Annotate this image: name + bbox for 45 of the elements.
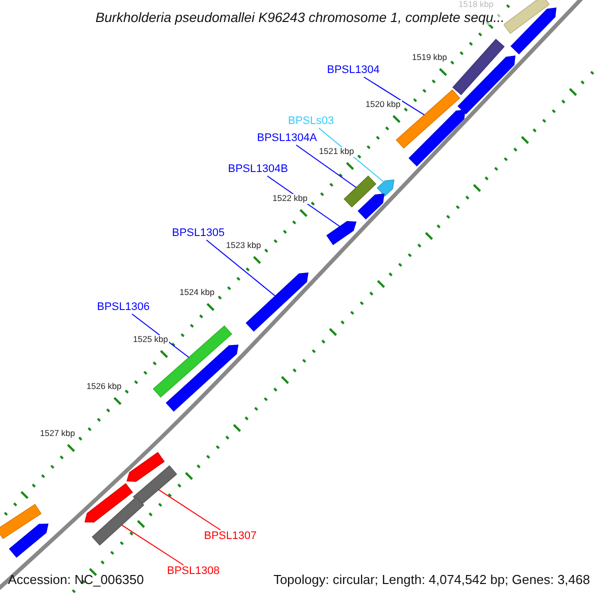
gene-label: BPSL1307 bbox=[204, 530, 257, 543]
gene-block bbox=[152, 325, 232, 398]
gene-label: BPSL1304 bbox=[327, 64, 380, 77]
tick-label: 1522 kbp bbox=[272, 194, 308, 204]
leader-line bbox=[121, 524, 184, 566]
gene-feature bbox=[84, 483, 133, 522]
gene-feature bbox=[408, 110, 466, 166]
gene-block bbox=[0, 504, 42, 540]
gene-feature bbox=[358, 194, 384, 220]
tick-label: 1518 kbp bbox=[458, 0, 494, 10]
genome-info-text: Topology: circular; Length: 4,074,542 bp; Genes: 3,468 bbox=[273, 573, 590, 588]
gene-label: BPSL1304A bbox=[257, 132, 317, 145]
tick-label: 1520 kbp bbox=[364, 100, 402, 110]
map-title: Burkholderia pseudomallei K96243 chromosome 1, complete sequ... bbox=[96, 10, 504, 25]
gene-feature bbox=[376, 180, 394, 197]
tick-label: 1527 kbp bbox=[39, 429, 76, 439]
leader-line bbox=[206, 240, 276, 296]
leader-line bbox=[158, 489, 222, 530]
gene-feature bbox=[510, 8, 556, 54]
gene-label: BPSL1308 bbox=[167, 565, 220, 578]
gene-feature bbox=[166, 344, 238, 412]
gene-block bbox=[452, 38, 505, 96]
gene-feature bbox=[126, 452, 165, 482]
gene-label: BPSL1306 bbox=[97, 301, 150, 314]
gene-feature bbox=[246, 272, 308, 332]
gene-label: BPSLs03 bbox=[288, 115, 334, 128]
tick-label: 1519 kbp bbox=[411, 53, 448, 63]
tick-label: 1523 kbp bbox=[225, 241, 262, 251]
leader-line bbox=[132, 314, 190, 358]
gene-feature bbox=[326, 221, 357, 246]
gene-block bbox=[132, 465, 178, 506]
gene-label: BPSL1305 bbox=[172, 227, 225, 240]
gene-block bbox=[344, 175, 376, 208]
tick-label: 1524 kbp bbox=[178, 288, 216, 298]
gene-feature bbox=[458, 56, 516, 114]
gene-feature bbox=[8, 524, 48, 558]
gene-label: BPSL1304B bbox=[228, 163, 288, 176]
tick-label: 1525 kbp bbox=[132, 335, 169, 345]
gene-block bbox=[503, 0, 550, 34]
leader-line bbox=[296, 144, 357, 188]
leader-line bbox=[363, 76, 425, 116]
tick-label: 1526 kbp bbox=[86, 382, 122, 392]
accession-text: Accession: NC_006350 bbox=[8, 573, 144, 588]
gene-block bbox=[92, 496, 144, 546]
tick-label: 1521 kbp bbox=[318, 147, 355, 157]
